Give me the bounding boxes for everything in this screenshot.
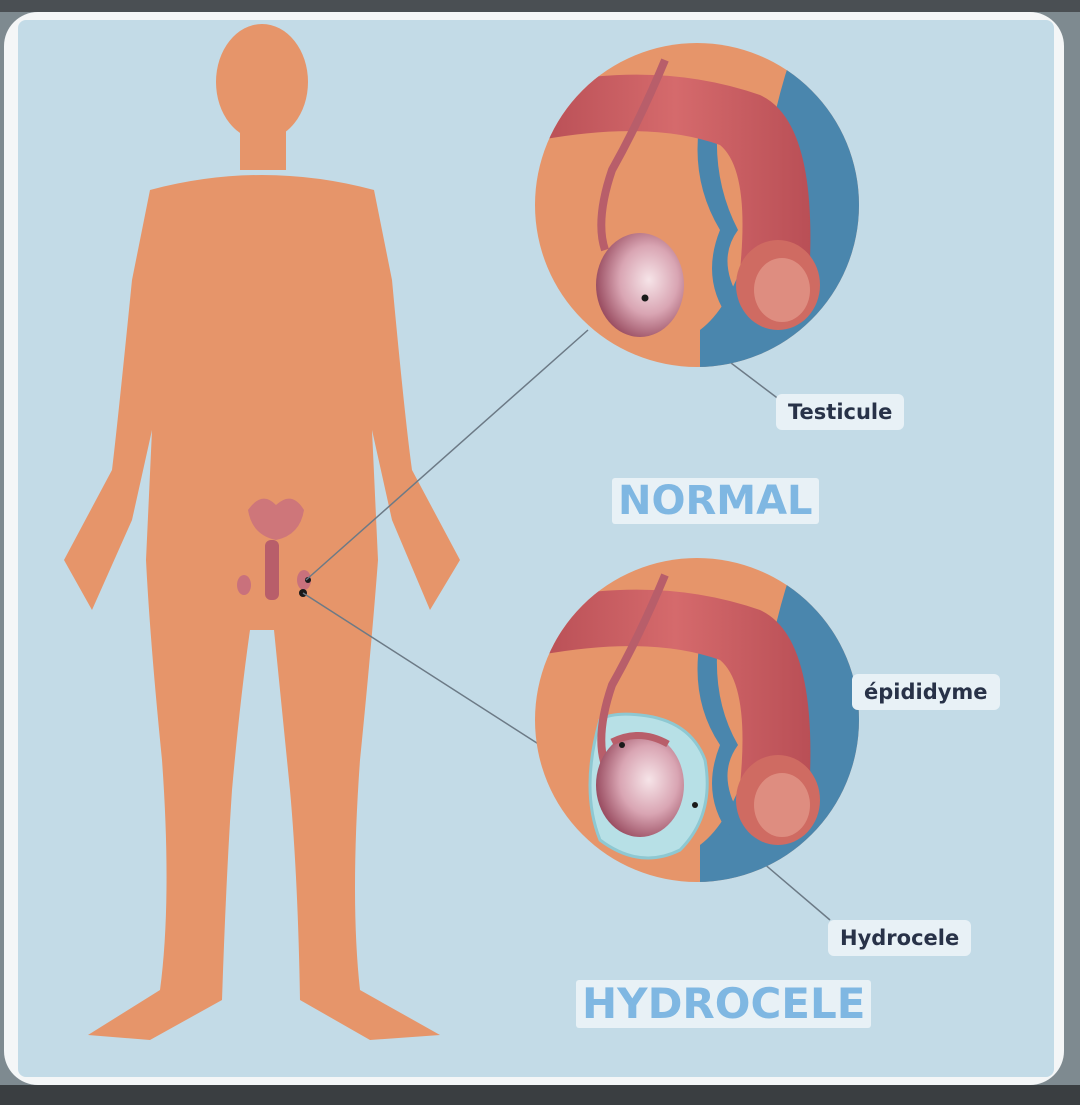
window-bottom-bar (0, 1085, 1080, 1105)
testicule-label: Testicule (776, 394, 905, 430)
epididyme-label: épididyme (852, 674, 1000, 710)
hydrocele-label: Hydrocele (828, 920, 972, 956)
hydrocele-heading: HYDROCELE (576, 980, 872, 1028)
normal-heading: NORMAL (612, 478, 819, 524)
window-top-bar (0, 0, 1080, 12)
hydrocele-detail-circle (535, 558, 859, 882)
normal-detail-circle (535, 43, 859, 367)
body-silhouette (64, 24, 460, 1040)
body-reproductive-organs (237, 498, 311, 600)
